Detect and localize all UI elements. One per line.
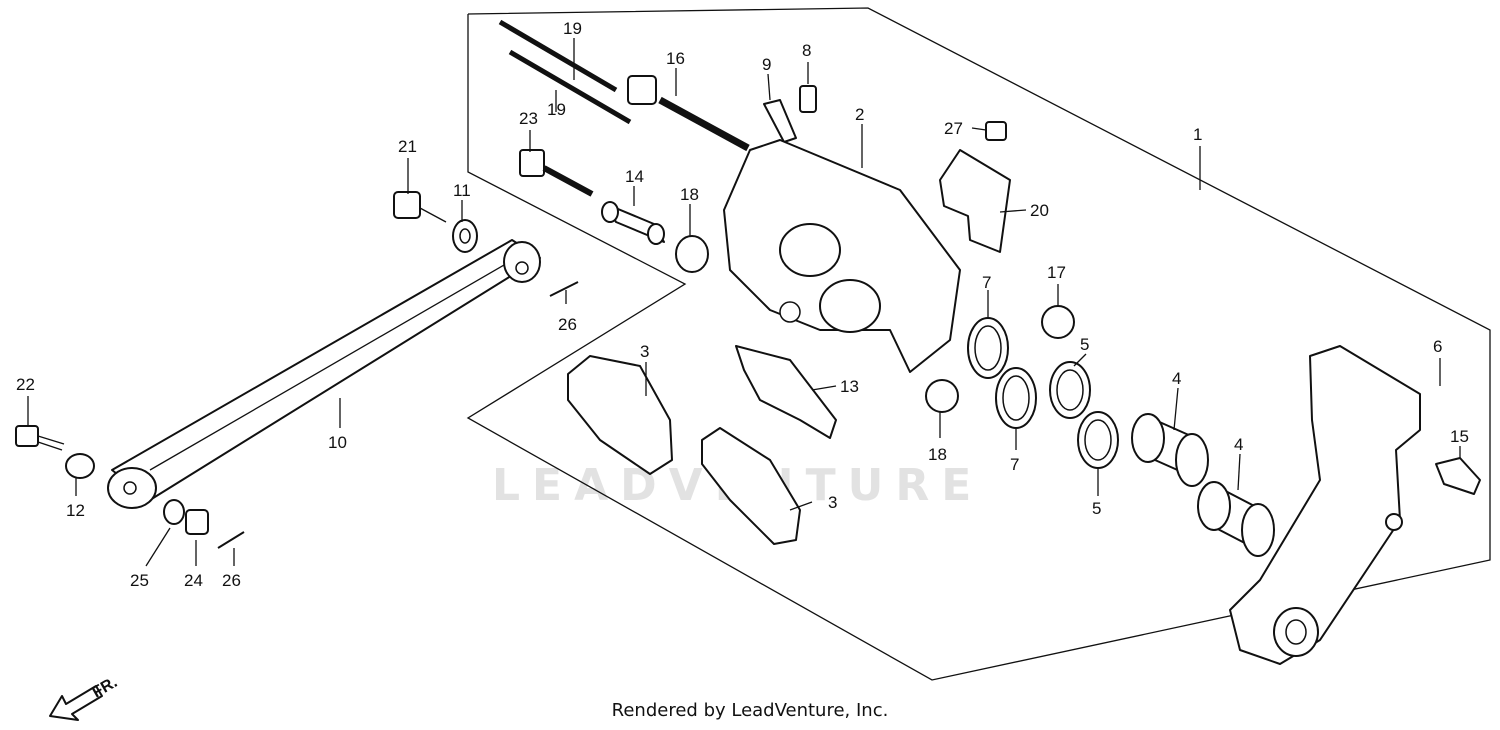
- callout-1: 1: [1193, 125, 1202, 144]
- callout-4-lower: 4: [1234, 435, 1243, 454]
- bolt-21: [393, 191, 447, 223]
- callout-7-upper: 7: [982, 273, 991, 292]
- sleeve-14: [601, 201, 665, 245]
- washer-25: [163, 499, 185, 525]
- pin-19-lower: [508, 49, 632, 125]
- callout-19-upper: 19: [563, 19, 582, 38]
- pad-retainer-15: [1435, 457, 1481, 495]
- callout-20: 20: [1030, 201, 1049, 220]
- callout-10: 10: [328, 433, 347, 452]
- callout-23: 23: [519, 109, 538, 128]
- callout-7-lower: 7: [1010, 455, 1019, 474]
- seal-7-upper: [967, 317, 1009, 379]
- piston-4-upper: [1131, 413, 1209, 487]
- callout-18-lower: 18: [928, 445, 947, 464]
- retainer-20: [939, 149, 1011, 253]
- collar-12: [65, 453, 95, 479]
- callout-9: 9: [762, 55, 771, 74]
- bleeder-8: [799, 85, 817, 113]
- cotter-pin-26-upper: [549, 281, 579, 297]
- leader-lines: [27, 38, 1461, 567]
- torque-rod: [107, 239, 541, 509]
- pin-19-upper: [498, 19, 618, 93]
- pad-3-upper: [567, 355, 673, 475]
- callout-22: 22: [16, 375, 35, 394]
- washer-11: [452, 219, 478, 253]
- bolt-23: [519, 149, 594, 197]
- spring-13: [735, 345, 837, 439]
- callout-2: 2: [855, 105, 864, 124]
- callout-18-upper: 18: [680, 185, 699, 204]
- piston-4-lower: [1197, 481, 1275, 557]
- callout-26-upper: 26: [558, 315, 577, 334]
- callout-4-upper: 4: [1172, 369, 1181, 388]
- seal-5-upper: [1049, 361, 1091, 419]
- callout-8: 8: [802, 41, 811, 60]
- callout-14: 14: [625, 167, 644, 186]
- callout-3-upper: 3: [640, 342, 649, 361]
- cotter-pin-26-lower: [217, 531, 245, 549]
- callout-16: 16: [666, 49, 685, 68]
- callout-25: 25: [130, 571, 149, 590]
- footer-credit: Rendered by LeadVenture, Inc.: [611, 700, 889, 721]
- callout-11: 11: [453, 181, 471, 200]
- callout-24: 24: [184, 571, 203, 590]
- callout-27: 27: [944, 119, 963, 138]
- caliper-body: [723, 139, 961, 373]
- pad-3-lower: [701, 427, 801, 545]
- callout-12: 12: [66, 501, 85, 520]
- callout-19-lower: 19: [547, 100, 566, 119]
- caliper-bracket: [1229, 345, 1421, 665]
- screw-27: [985, 121, 1007, 141]
- callout-21: 21: [398, 137, 417, 156]
- boot-18-lower: [925, 379, 959, 413]
- callout-3-lower: 3: [828, 493, 837, 512]
- boot-17: [1041, 305, 1075, 339]
- seal-5-lower: [1077, 411, 1119, 469]
- callout-5-upper: 5: [1080, 335, 1089, 354]
- callout-5-lower: 5: [1092, 499, 1101, 518]
- bolt-22: [15, 425, 65, 451]
- callout-6: 6: [1433, 337, 1442, 356]
- callout-15: 15: [1450, 427, 1469, 446]
- callout-17: 17: [1047, 263, 1066, 282]
- cap-9: [763, 99, 797, 143]
- callout-26-lower: 26: [222, 571, 241, 590]
- seal-7-lower: [995, 367, 1037, 429]
- nut-24: [185, 509, 209, 535]
- callout-labels: 1 2 3 3 4 4 5 5 6 7 7 8 9 10 11 12 13 14…: [16, 19, 1469, 590]
- bolt-16: [627, 75, 750, 152]
- assembly-boundary: [466, 7, 1491, 681]
- boot-18-upper: [675, 235, 709, 273]
- callout-13: 13: [840, 377, 859, 396]
